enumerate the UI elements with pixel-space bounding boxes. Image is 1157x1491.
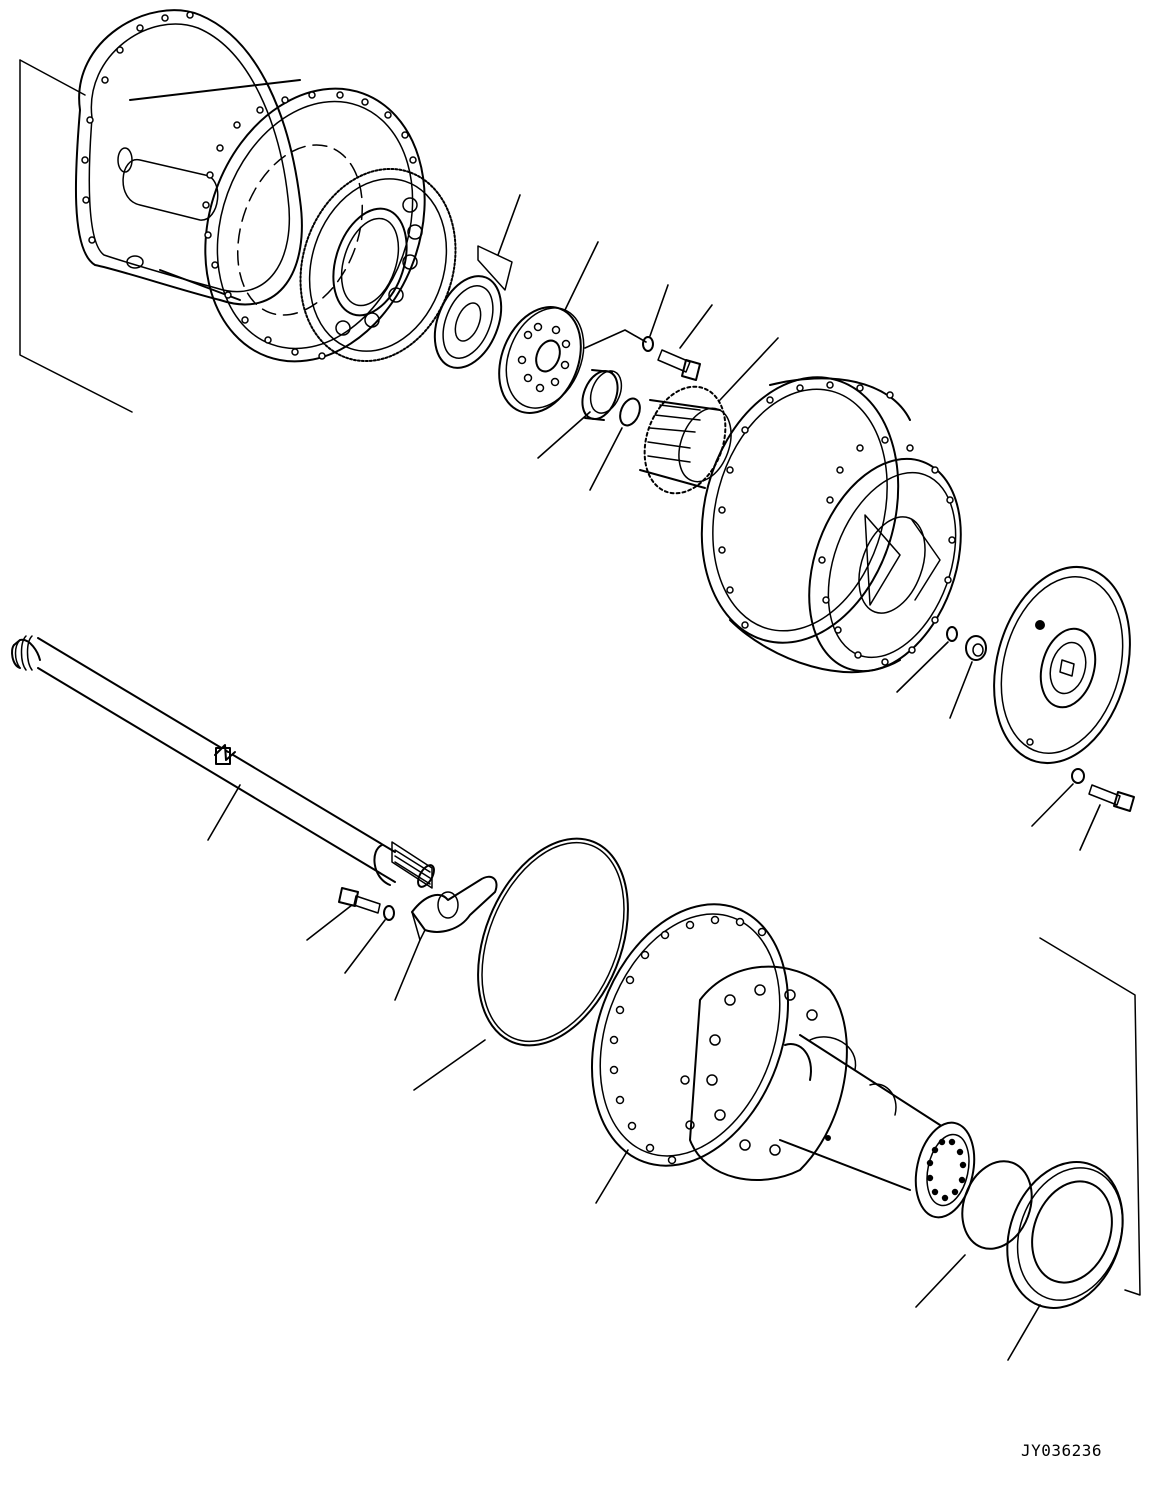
- leader-line: [719, 337, 779, 401]
- spindle: [590, 903, 1141, 1296]
- leader-line: [949, 661, 973, 719]
- drawing-code: JY036236: [1021, 1441, 1103, 1460]
- washer: [642, 336, 654, 352]
- o-ring-small: [946, 626, 958, 642]
- leader-line: [1079, 804, 1101, 851]
- axle-shaft: [11, 635, 435, 889]
- drain-plug: [965, 635, 987, 661]
- leader-line: [537, 411, 591, 459]
- leader-line: [413, 1039, 486, 1091]
- leader-line: [207, 784, 241, 841]
- leader-line: [394, 939, 421, 1001]
- leader-line: [564, 241, 599, 311]
- leader-line: [595, 1149, 629, 1204]
- thrust-bearing: [433, 245, 513, 369]
- leader-line: [679, 304, 713, 349]
- leader-line: [1007, 1304, 1041, 1361]
- o-ring-medium: [961, 1160, 1033, 1250]
- leader-line: [344, 919, 386, 974]
- axle-housing: [19, 9, 426, 413]
- bushing: [581, 369, 623, 421]
- bolt: [1088, 784, 1135, 812]
- leader-line: [306, 904, 353, 941]
- leader-line: [584, 329, 647, 349]
- snap-ring: [619, 397, 641, 427]
- leader-line: [497, 194, 521, 256]
- washer: [383, 905, 395, 921]
- wheel-hub-housing: [700, 376, 962, 674]
- leader-line: [915, 1254, 966, 1308]
- hub-cover: [993, 565, 1131, 765]
- housing-bolt-holes: [81, 11, 417, 360]
- leader-line: [896, 641, 949, 693]
- o-ring-large-inner: [481, 841, 625, 1043]
- seal-ring: [1006, 1161, 1124, 1309]
- sun-gear: [639, 385, 732, 495]
- leader-line: [1031, 783, 1074, 827]
- bolt: [657, 349, 701, 381]
- washer: [1071, 768, 1085, 784]
- bolt: [338, 887, 381, 914]
- ring-gear: [299, 167, 457, 363]
- leader-line: [649, 284, 669, 337]
- leader-line: [589, 427, 623, 491]
- o-ring-large: [477, 837, 629, 1047]
